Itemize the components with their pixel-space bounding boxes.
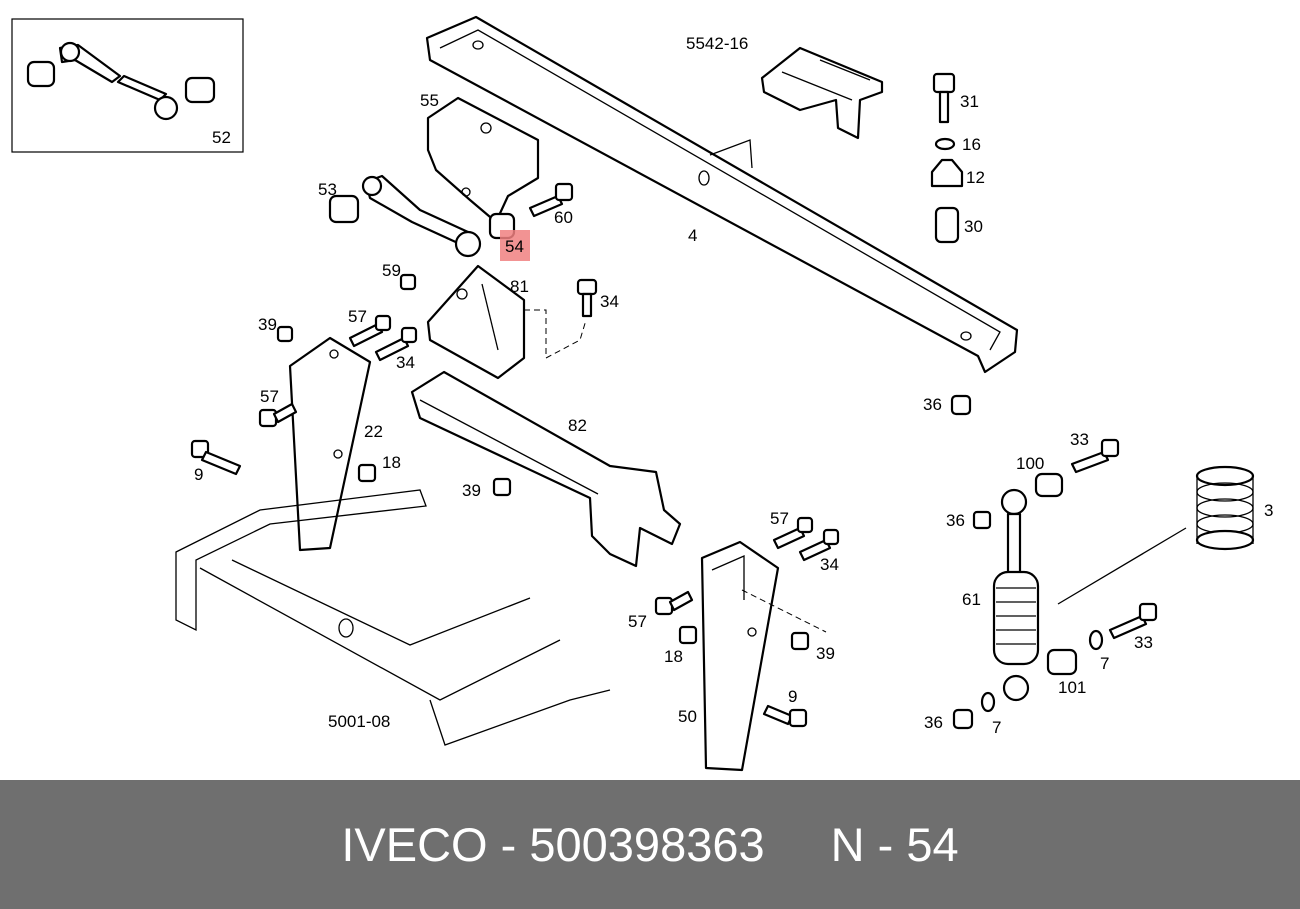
part-9-bolt-left [190,439,242,476]
chassis-frame [175,489,611,746]
part-36-nut-bottom [952,708,974,730]
separator-2 [516,817,529,872]
part-57-bolt-left [258,402,298,428]
position-number: 54 [906,818,959,871]
part-33-bolt-upper [1070,438,1120,474]
callout-36-mid: 36 [946,511,965,530]
callout-53: 53 [318,180,337,199]
callout-7-right: 7 [1100,654,1109,673]
part-36-nut-top [950,394,972,416]
callout-57-left: 57 [260,387,279,406]
callout-39-mid: 39 [462,481,481,500]
part-31-bolt [932,72,956,124]
part-57-bolt-lower [772,516,814,550]
part-18-nut-left [357,463,377,483]
part-82-crossmember [410,370,682,568]
callout-55: 55 [420,91,439,110]
callout-52: 52 [212,128,231,147]
callout-4: 4 [688,226,697,245]
callout-59: 59 [382,261,401,280]
highlight-box-54 [500,230,530,261]
part-100-bushing [1034,472,1064,498]
position-prefix: N [830,818,865,871]
inset-frame [11,18,244,153]
part-34-bolt [576,278,598,318]
separator-3 [865,817,878,872]
callout-5001-08: 5001-08 [328,712,390,731]
part-39-nut-mid [492,477,512,497]
callout-100: 100 [1016,454,1044,473]
callout-81: 81 [510,277,529,296]
part-59-nut [399,273,417,291]
callout-39-bottom: 39 [816,644,835,663]
callout-9-left: 9 [194,465,203,484]
callout-7-bottom: 7 [992,718,1001,737]
part-36-nut-mid [972,510,992,530]
part-50-bracket [700,540,780,772]
part-101-bushing [1046,648,1078,676]
exploded-parts-diagram: 52 [11,15,1273,772]
callout-12: 12 [966,168,985,187]
part-number: 500398363 [529,818,765,871]
part-57-bolt-upper [348,314,392,348]
callout-30: 30 [964,217,983,236]
part-55-bracket [426,96,540,224]
inset-link-rod [26,41,216,121]
part-7-washer-bottom [980,691,996,713]
part-info-footer: IVECO - 500398363 N - 54 [0,780,1300,909]
part-18-nut-bottom [678,625,698,645]
part-33-bolt-lower [1108,602,1158,640]
callout-9-bottom: 9 [788,687,797,706]
part-39-nut-bottom [790,631,810,651]
callout-31: 31 [960,92,979,111]
separator-1 [488,817,501,872]
callout-82: 82 [568,416,587,435]
callout-5542-16: 5542-16 [686,34,748,53]
part-34-bolt-upper [374,326,418,362]
callout-36-bottom: 36 [924,713,943,732]
part-34-bolt-lower [798,528,840,562]
callout-33-upper: 33 [1070,430,1089,449]
part-5542-16-bracket [760,46,884,140]
part-12-bushing [930,158,964,188]
callout-18-left: 18 [382,453,401,472]
position-separator: - [877,818,894,871]
callout-101: 101 [1058,678,1086,697]
callout-57-lower: 57 [770,509,789,528]
separator-dash: - [500,818,517,871]
part-39-nut-upper [276,325,294,343]
callout-61: 61 [962,590,981,609]
callout-39-upper: 39 [258,315,277,334]
callout-3: 3 [1264,501,1273,520]
callout-18-bottom: 18 [664,647,683,666]
part-81-bracket [426,264,526,380]
callout-34-right: 34 [600,292,619,311]
part-16-washer [934,137,956,151]
part-61-shock-absorber [992,488,1040,702]
part-30-spacer [934,206,960,244]
callout-36-top: 36 [923,395,942,414]
callout-54: 54 [505,237,524,256]
part-4-beam [425,15,1019,374]
part-22-bracket [288,336,372,552]
callout-34-lower: 34 [820,555,839,574]
callout-57-upper: 57 [348,307,367,326]
callout-34-upper: 34 [396,353,415,372]
part-53-link-rod [328,174,482,258]
callout-57-bottom: 57 [628,612,647,631]
part-57-bolt-bottom [654,590,694,616]
brand-label: IVECO [341,818,488,871]
callout-33-lower: 33 [1134,633,1153,652]
part-9-bolt-bottom [762,704,808,728]
part-60-bolt [528,182,574,218]
part-3-coil-spring [1195,465,1255,551]
callout-22: 22 [364,422,383,441]
callout-16: 16 [962,135,981,154]
separator-4 [893,817,906,872]
callout-60: 60 [554,208,573,227]
part-7-washer-right [1088,629,1104,651]
callout-50: 50 [678,707,697,726]
